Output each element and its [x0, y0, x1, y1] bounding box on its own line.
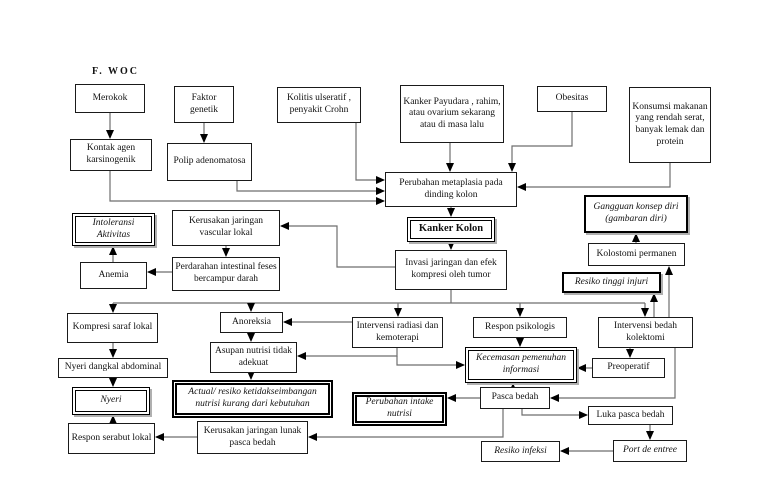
node-perubahan-intake: Perubahan intake nutrisi	[352, 392, 447, 426]
node-kerusakan-vascular: Kerusakan jaringan vascular lokal	[172, 210, 280, 246]
edge-obesitas-to-metaplasia	[508, 112, 573, 172]
node-actual-resiko-nutrisi: Actual/ resiko ketidakseimbangan nutrisi…	[172, 380, 333, 418]
node-luka-pasca-bedah: Luka pasca bedah	[588, 406, 673, 425]
node-anoreksia: Anoreksia	[220, 312, 283, 333]
node-kompresi-saraf: Kompresi saraf lokal	[67, 313, 158, 343]
node-polip-adenomatosa: Polip adenomatosa	[167, 143, 252, 181]
node-intoleransi-aktivitas: Intoleransi Aktivitas	[72, 213, 155, 246]
edge-intervensi-bedah-to-pasca-bedah	[550, 348, 676, 402]
node-resiko-tinggi-injuri: Resiko tinggi injuri	[562, 272, 661, 293]
node-kolitis-ulseratif: Kolitis ulseratif , penyakit Crohn	[277, 87, 361, 123]
node-kanker-payudara: Kanker Payudara , rahim, atau ovarium se…	[400, 85, 504, 143]
node-perdarahan-intestinal: Perdarahan intestinal feses bercampur da…	[172, 257, 280, 291]
node-kanker-kolon: Kanker Kolon	[407, 217, 495, 242]
edge-konsumsi-to-metaplasia	[517, 163, 671, 191]
node-kolostomi-permanen: Kolostomi permanen	[588, 243, 685, 266]
edge-intervensi-radiasi-to-kecemasan	[396, 356, 465, 369]
node-gangguan-konsep-diri: Gangguan konsep diri (gambaran diri)	[584, 195, 688, 233]
node-faktor-genetik: Faktor genetik	[174, 86, 234, 123]
node-asupan-nutrisi: Asupan nutrisi tidak adekuat	[210, 342, 297, 373]
node-nyeri-dangkal: Nyeri dangkal abdominal	[58, 358, 168, 378]
node-nyeri: Nyeri	[72, 387, 150, 415]
node-perubahan-metaplasia: Perubahan metaplasia pada dinding kolon	[385, 172, 517, 207]
node-invasi-jaringan: Invasi jaringan dan efek kompresi oleh t…	[395, 250, 507, 290]
edge-kontak-agen-to-metaplasia	[109, 171, 385, 205]
node-pasca-bedah: Pasca bedah	[480, 387, 550, 409]
node-resiko-infeksi: Resiko infeksi	[481, 441, 560, 462]
edge-intervensi-radiasi-to-asupan	[297, 348, 398, 360]
edge-pasca-bedah-to-luka	[521, 409, 588, 419]
node-intervensi-bedah: Intervensi bedah kolektomi	[598, 317, 693, 348]
node-preoperatif: Preoperatif	[592, 358, 665, 378]
node-merokok: Merokok	[75, 84, 145, 113]
node-obesitas: Obesitas	[537, 86, 607, 112]
node-respon-serabut: Respon serabut lokal	[68, 423, 155, 454]
node-kerusakan-lunak: Kerusakan jaringan lunak pasca bedah	[197, 421, 308, 454]
node-port-de-entree: Port de entree	[613, 440, 687, 462]
diagram-title: F. WOC	[92, 66, 140, 77]
node-kontak-agen: Kontak agen karsinogenik	[70, 139, 152, 171]
edge-invasi-to-kerusakan-vascular	[280, 222, 395, 268]
node-anemia: Anemia	[80, 262, 147, 289]
edge-pasca-bedah-to-kerusakan-lunak	[308, 409, 504, 441]
edge-polip-to-metaplasia	[236, 181, 385, 195]
node-intervensi-radiasi: Intervensi radiasi dan kemoterapi	[352, 317, 443, 348]
node-konsumsi-makanan: Konsumsi makanan yang rendah serat, bany…	[629, 87, 711, 163]
node-kecemasan: Kecemasan pemenuhan informasi	[465, 347, 577, 383]
edge-kolitis-to-metaplasia	[355, 123, 385, 184]
node-respon-psikologis: Respon psikologis	[473, 317, 567, 338]
